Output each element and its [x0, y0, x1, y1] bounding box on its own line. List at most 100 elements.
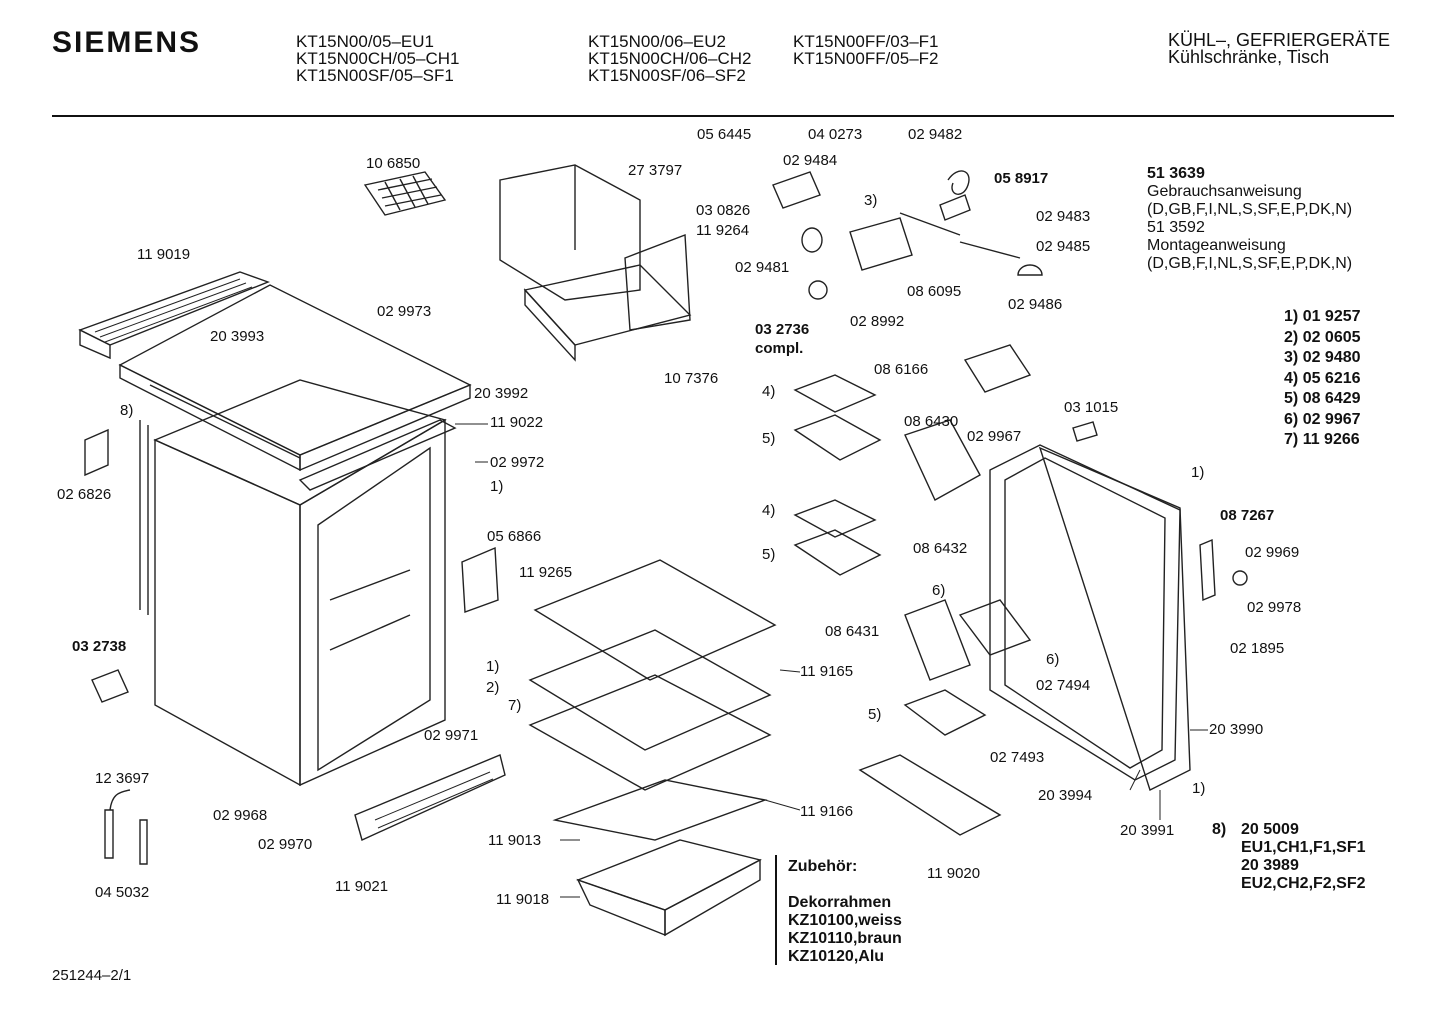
part-label: 02 9483	[1036, 208, 1091, 225]
category-line: Kühlschränke, Tisch	[1168, 47, 1330, 67]
ice-cube-tray-drawing	[365, 172, 445, 215]
legend-row: 7) 11 9266	[1284, 430, 1361, 451]
model-number: KT15N00/05–EU1	[296, 32, 434, 51]
legend: 1) 01 9257 2) 02 0605 3) 02 9480 4) 05 6…	[1284, 307, 1361, 451]
part-label: 02 9971	[424, 727, 479, 744]
part-label: 11 9018	[496, 891, 550, 908]
part-label: 20 3991	[1120, 822, 1175, 839]
models-column-3: KT15N00FF/03–F1 KT15N00FF/05–F2	[793, 33, 939, 67]
top-grille-drawing	[80, 272, 268, 358]
part-label: 10 7376	[664, 370, 719, 387]
legend-key: 6)	[1284, 410, 1299, 428]
legend-part: 02 9967	[1302, 410, 1361, 428]
part-label: 5)	[762, 430, 776, 447]
variant-models: EU2,CH2,F2,SF2	[1241, 875, 1366, 892]
part-label: compl.	[755, 340, 804, 357]
part-label: 08 6166	[874, 361, 929, 378]
part-label: 4)	[762, 383, 776, 400]
part-label: 11 9165	[800, 663, 854, 680]
legend-part: 01 9257	[1302, 308, 1361, 325]
butter-lid-drawing	[965, 345, 1030, 392]
part-label: 05 8917	[994, 170, 1049, 187]
part-label: 11 9019	[137, 246, 191, 263]
part-label: 02 7494	[1036, 677, 1091, 694]
model-number: KT15N00CH/06–CH2	[588, 49, 752, 68]
accessories-divider	[775, 855, 777, 965]
legend-row: 4) 05 6216	[1284, 369, 1361, 390]
part-label: 20 3994	[1038, 787, 1093, 804]
part-label: 04 0273	[808, 126, 863, 143]
part-label: 08 7267	[1220, 507, 1275, 524]
part-label: 02 9969	[1245, 544, 1300, 561]
legend-key: 5)	[1284, 390, 1299, 407]
part-label: 02 6826	[57, 486, 112, 503]
hinge-drawing	[1200, 540, 1215, 600]
part-label: 02 8992	[850, 313, 905, 330]
part-label: 04 5032	[95, 884, 150, 901]
part-label: 03 2738	[72, 638, 127, 655]
part-label: 02 1895	[1230, 640, 1285, 657]
legend-part: 11 9266	[1302, 431, 1360, 448]
part-label: 02 9970	[258, 836, 313, 853]
part-label: 11 9166	[800, 803, 854, 820]
part-label: 11 9021	[335, 878, 389, 895]
part-label: 08 6095	[907, 283, 962, 300]
user-manual-label: Gebrauchsanweisung	[1147, 183, 1302, 200]
legend-row: 6) 02 9967	[1284, 410, 1361, 431]
part-label: 05 6445	[697, 126, 752, 143]
part-label: 08 6432	[913, 540, 968, 557]
part-label: 6)	[1046, 651, 1060, 668]
model-number: KT15N00SF/05–SF1	[296, 66, 454, 85]
variant-models: EU1,CH1,F1,SF1	[1241, 839, 1366, 856]
variant-note: 20 5009 EU1,CH1,F1,SF1 20 3989 EU2,CH2,F…	[1241, 821, 1365, 893]
part-label: 02 9484	[783, 152, 838, 169]
variant-part: 20 5009	[1241, 821, 1299, 838]
user-manual-number: 51 3639	[1147, 165, 1205, 182]
cover-plate-drawing	[462, 548, 498, 612]
rail-drawing	[300, 420, 455, 490]
part-label: 02 9482	[908, 126, 963, 143]
category-title: KÜHL–, GEFRIERGERÄTE Kühlschränke, Tisch	[1168, 30, 1391, 67]
part-label: 02 9978	[1247, 599, 1302, 616]
part-label: 02 9968	[213, 807, 268, 824]
part-label: 3)	[864, 192, 878, 209]
part-label: 05 6866	[487, 528, 542, 545]
freezer-compartment-drawing	[500, 165, 690, 360]
part-label: 11 9022	[490, 414, 544, 431]
legend-key: 1)	[1284, 308, 1299, 325]
legend-part: 05 6216	[1302, 369, 1361, 387]
accessory-item: KZ10100,weiss	[788, 912, 902, 929]
model-number: KT15N00SF/06–SF2	[588, 66, 746, 85]
part-label: 1)	[486, 658, 500, 675]
part-label: 5)	[868, 706, 882, 723]
variant-note-key: 8)	[1212, 821, 1227, 838]
model-number: KT15N00FF/03–F1	[793, 32, 939, 51]
part-label: 4)	[762, 502, 776, 519]
models-column-2: KT15N00/06–EU2 KT15N00CH/06–CH2 KT15N00S…	[588, 33, 751, 84]
models-column-1: KT15N00/05–EU1 KT15N00CH/05–CH1 KT15N00S…	[296, 33, 459, 84]
legend-key: 4)	[1284, 369, 1299, 387]
brand-logo: SIEMENS	[52, 26, 202, 59]
legend-row: 5) 08 6429	[1284, 389, 1361, 410]
install-manual-label: Montageanweisung	[1147, 237, 1286, 254]
door-bin-drawing	[795, 415, 985, 735]
legend-row: 3) 02 9480	[1284, 348, 1361, 369]
cabinet-body-drawing	[140, 380, 445, 785]
legend-key: 7)	[1284, 431, 1299, 448]
category-line: KÜHL–, GEFRIERGERÄTE	[1168, 30, 1391, 50]
model-number: KT15N00CH/05–CH1	[296, 49, 460, 68]
door-assembly-drawing	[990, 445, 1190, 790]
part-label: 02 9485	[1036, 238, 1091, 255]
part-label: 08 6431	[825, 623, 880, 640]
user-manual-languages: (D,GB,F,I,NL,S,SF,E,P,DK,N)	[1147, 201, 1353, 218]
part-label: 11 9265	[519, 564, 573, 581]
bracket-drawing	[85, 430, 108, 475]
part-label: 11 9020	[927, 865, 981, 882]
part-label: 02 9481	[735, 259, 790, 276]
cap-drawing	[1233, 571, 1247, 585]
part-label: 11 9013	[488, 832, 542, 849]
drawing-number: 251244–2/1	[52, 967, 132, 984]
variant-part: 20 3989	[1241, 857, 1299, 874]
part-label: 02 9486	[1008, 296, 1063, 313]
